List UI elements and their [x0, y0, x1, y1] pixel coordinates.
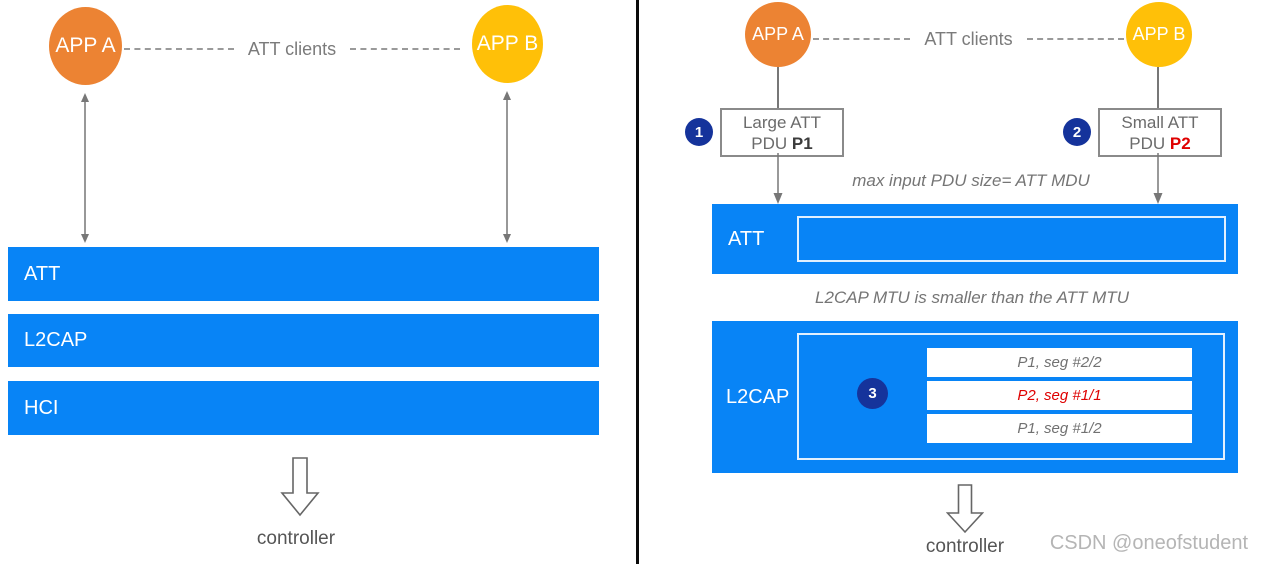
right-app-a-node: APP A [745, 2, 811, 67]
segment-label: P2, seg #1/1 [1017, 387, 1102, 404]
l2cap-mtu-caption: L2CAP MTU is smaller than the ATT MTU [815, 288, 1129, 307]
small-att-pdu-line1: Small ATT [1121, 112, 1199, 132]
step-badge-3: 3 [857, 378, 888, 409]
dashed-line [350, 48, 461, 50]
segment-label: P1, seg #1/2 [1017, 420, 1102, 437]
block-down-arrow-icon [280, 457, 320, 517]
right-controller-label: controller [925, 536, 1005, 557]
left-att-clients-label: ATT clients [247, 38, 337, 59]
block-down-arrow-icon [946, 484, 984, 534]
pdu-p1-label: P1 [791, 133, 813, 153]
left-layer-l2cap-label: L2CAP [24, 329, 88, 351]
att-mtu-frame [797, 216, 1226, 262]
large-att-pdu-box: Large ATT PDU P1 [720, 108, 844, 157]
double-arrow-icon [81, 93, 89, 243]
right-att-label: ATT [728, 227, 765, 250]
left-layer-att-label: ATT [24, 262, 61, 285]
left-layer-hci-label: HCI [24, 396, 59, 419]
left-layer-hci: HCI [8, 381, 599, 435]
left-controller-label: controller [256, 528, 336, 549]
segment-row: P1, seg #2/2 [927, 348, 1192, 377]
small-att-pdu-line2: PDU P2 [1129, 133, 1190, 154]
left-layer-l2cap: L2CAP [8, 314, 599, 367]
down-arrow-icon [773, 153, 783, 204]
left-app-b-label: APP B [476, 32, 539, 55]
step-badge-2: 2 [1063, 118, 1091, 146]
dashed-line [124, 48, 234, 50]
left-layer-att: ATT [8, 247, 599, 301]
large-att-pdu-line2: PDU P1 [751, 133, 812, 154]
dashed-line [813, 38, 911, 40]
left-app-a-label: APP A [55, 34, 116, 57]
right-l2cap-layer: L2CAP 3 P1, seg #2/2 P2, seg #1/1 P1, se… [712, 321, 1238, 473]
right-att-clients-connector: ATT clients [813, 28, 1125, 49]
right-att-clients-label: ATT clients [924, 28, 1013, 49]
double-arrow-icon [503, 91, 511, 243]
right-app-b-node: APP B [1126, 2, 1192, 67]
connector-line [1157, 67, 1159, 108]
right-app-a-label: APP A [752, 24, 804, 44]
connector-line [777, 67, 779, 108]
segment-row: P1, seg #1/2 [927, 414, 1192, 443]
pdu-prefix: PDU [751, 133, 792, 153]
segment-list: P1, seg #2/2 P2, seg #1/1 P1, seg #1/2 [927, 348, 1192, 447]
pdu-p2-label: P2 [1169, 133, 1191, 153]
down-arrow-icon [1153, 153, 1163, 204]
left-app-b-node: APP B [472, 5, 543, 83]
small-att-pdu-box: Small ATT PDU P2 [1098, 108, 1222, 157]
large-att-pdu-line1: Large ATT [742, 112, 822, 132]
left-att-clients-connector: ATT clients [124, 38, 461, 59]
step-badge-2-label: 2 [1072, 123, 1082, 141]
panel-divider [636, 0, 639, 564]
right-app-b-label: APP B [1132, 24, 1186, 44]
right-l2cap-label: L2CAP [726, 385, 790, 408]
l2cap-mtu-frame [797, 333, 1225, 460]
csdn-watermark: CSDN @oneofstudent [1049, 532, 1248, 554]
dashed-line [1026, 38, 1125, 40]
step-badge-3-label: 3 [868, 385, 877, 402]
max-pdu-caption: max input PDU size= ATT MDU [852, 171, 1090, 190]
right-att-layer: ATT [712, 204, 1238, 274]
pdu-prefix: PDU [1129, 133, 1170, 153]
segment-row: P2, seg #1/1 [927, 381, 1192, 410]
step-badge-1-label: 1 [694, 123, 704, 141]
step-badge-1: 1 [685, 118, 713, 146]
segment-label: P1, seg #2/2 [1017, 354, 1102, 371]
left-app-a-node: APP A [49, 7, 122, 85]
